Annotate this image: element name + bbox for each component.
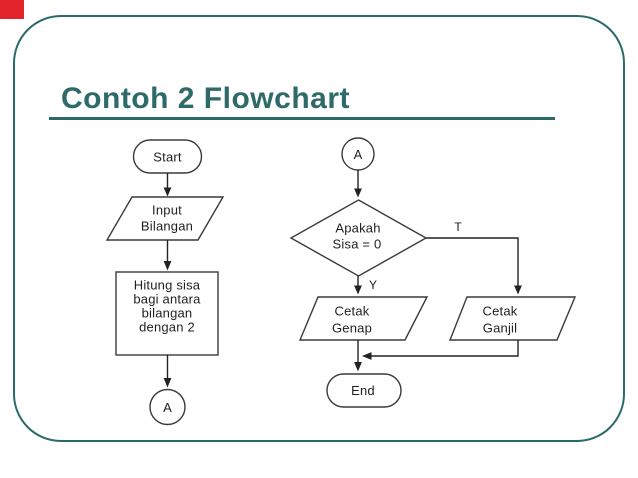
connector-input-to-process xyxy=(163,240,172,271)
branch-yes-label: Y xyxy=(369,278,377,292)
connector-line xyxy=(426,237,519,286)
print-even-label-line2: Genap xyxy=(332,321,372,336)
decision-label-line2: Sisa = 0 xyxy=(333,237,382,252)
decision-label-line1: Apakah xyxy=(335,221,380,236)
process-label-line3: bilangan xyxy=(142,306,193,321)
connector-line xyxy=(371,340,519,357)
connector-a-to-decision xyxy=(354,170,362,198)
connector-even-to-end xyxy=(354,340,362,372)
arrowhead-left-icon xyxy=(362,352,372,360)
print-odd-label-line2: Ganjil xyxy=(483,321,517,336)
input-label-line1: Input xyxy=(152,203,182,218)
process-label-line4: dengan 2 xyxy=(139,320,195,335)
connector-a-right-label: A xyxy=(354,147,363,162)
print-even-label-line1: Cetak xyxy=(335,304,370,319)
slide-border-frame xyxy=(13,15,625,442)
corner-red-mark xyxy=(0,0,24,19)
input-parallelogram xyxy=(105,196,225,241)
end-label: End xyxy=(351,383,375,398)
end-terminator xyxy=(326,373,402,408)
title-underline xyxy=(49,117,555,120)
branch-true-label: T xyxy=(454,220,462,234)
connector-start-to-input xyxy=(163,173,172,197)
print-odd-parallelogram xyxy=(448,296,577,341)
arrowhead-down-icon xyxy=(163,261,172,271)
arrowhead-down-icon xyxy=(163,187,172,197)
print-even-parallelogram xyxy=(298,296,429,341)
arrowhead-down-icon xyxy=(163,378,172,388)
arrowhead-down-icon xyxy=(514,285,522,295)
process-label-line1: Hitung sisa xyxy=(134,278,201,293)
branch-yes-connector xyxy=(354,276,362,295)
print-odd-label-line1: Cetak xyxy=(483,304,518,319)
arrowhead-down-icon xyxy=(354,188,362,198)
process-label-line2: bagi antara xyxy=(133,292,201,307)
input-label-line2: Bilangan xyxy=(141,219,193,234)
branch-true-connector xyxy=(426,237,522,295)
arrowhead-down-icon xyxy=(354,362,362,372)
start-label: Start xyxy=(153,150,182,165)
connector-odd-merge xyxy=(362,340,519,360)
connector-a-left-label: A xyxy=(163,400,172,415)
page-title: Contoh 2 Flowchart xyxy=(61,82,350,115)
process-rectangle xyxy=(115,271,219,356)
connector-process-to-a xyxy=(163,355,172,388)
arrowhead-down-icon xyxy=(354,285,362,295)
connector-circle-a-left xyxy=(149,388,186,426)
